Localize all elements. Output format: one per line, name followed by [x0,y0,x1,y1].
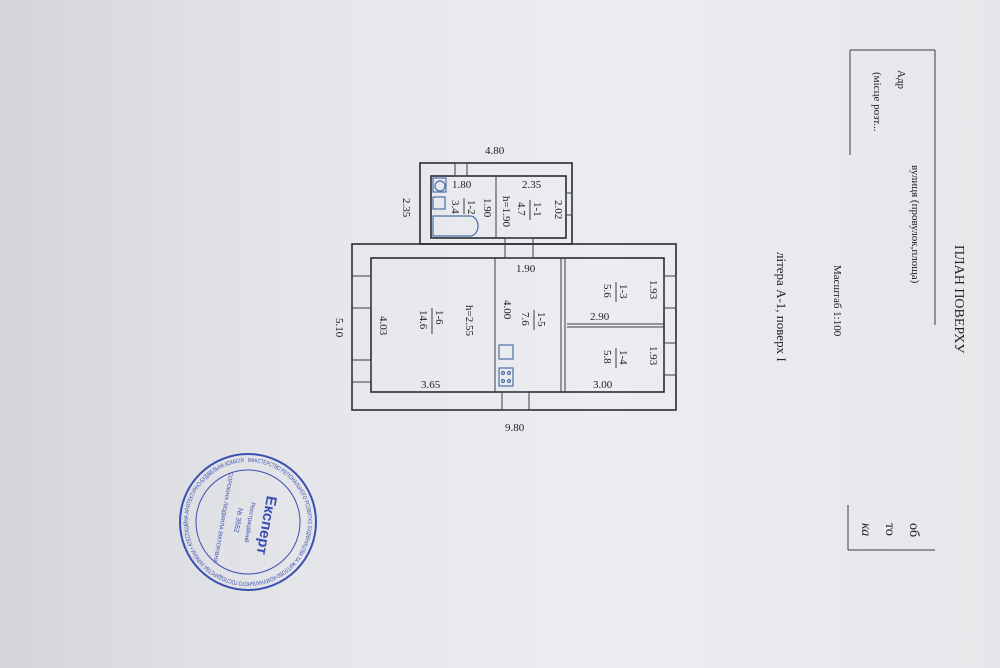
sink-icon [432,196,446,210]
dim-hall-door: 1.90 [516,263,536,275]
stamp-name: СОРОКІНА ЛЮДМИЛА ВІКТОРІВНА [211,472,233,564]
svg-text:4.7: 4.7 [515,202,527,216]
room-label-1-4: 1-4 5.8 [601,348,629,368]
dim-room16-width: 3.65 [421,379,441,391]
svg-text:1-4: 1-4 [617,350,629,365]
svg-text:1-5: 1-5 [535,312,547,327]
dim-building-width: 9.80 [505,422,525,434]
stove-icon [498,367,514,387]
svg-text:1-3: 1-3 [617,284,629,299]
room-label-1-3: 1-3 5.6 [601,282,629,302]
address-label: Адр [895,70,907,90]
bathtub-icon [432,215,479,237]
room-label-1-2: 1-2 3.4 [449,198,477,215]
toilet-icon [434,180,446,192]
stamp-title: Експерт [253,495,280,556]
dim-room16-depth: 4.03 [377,316,389,336]
dim-room14-depth: 1.93 [647,346,659,366]
fragment-text: об [906,523,921,537]
main-ceiling: h=2.55 [463,305,475,336]
windows [351,162,677,411]
street-label: вулиця (провулок,площа) [909,165,921,284]
fragment-text: ка [858,523,873,536]
kitchen-sink-icon [498,344,514,360]
room-label-1-6: 1-6 14.6 [417,308,445,334]
svg-text:7.6: 7.6 [519,312,531,326]
room-label-1-5: 1-5 7.6 [519,310,547,330]
dim-bath-depth: 1.90 [481,198,493,218]
svg-text:1-2: 1-2 [465,200,477,215]
dim-hall-width: 2.35 [522,179,542,191]
dim-hall-depth: 2.02 [552,200,564,219]
letter-floor-label: літера А-1, поверх І [774,252,789,362]
room-label-1-1: 1-1 4.7 [515,200,543,220]
fixtures [432,177,514,387]
expert-stamp: МІНІСТЕРСТВО РЕГІОНАЛЬНОГО РОЗВИТКУ, БУД… [179,453,317,591]
svg-text:3.4: 3.4 [449,200,461,214]
stamp-number: № 3552 [232,507,243,533]
dim-annex-width: 4.80 [485,145,505,157]
stamp-subtitle: Реєстраційний [242,502,256,543]
scale-label: Масштаб 1:100 [831,265,843,337]
dim-room13-depth: 1.93 [647,280,659,300]
dim-building-height: 5.10 [333,318,345,338]
svg-text:5.8: 5.8 [601,350,613,364]
svg-text:1-1: 1-1 [531,202,543,217]
svg-text:14.6: 14.6 [417,310,429,330]
dim-room15-depth: 4.00 [501,300,513,320]
dim-partition: 2.90 [590,311,610,323]
location-label: (місце розт... [871,72,883,132]
page-title: ПЛАН ПОВЕРХУ [951,245,966,353]
header-frame [847,49,936,551]
dim-bath-width: 1.80 [452,179,472,191]
svg-text:5.6: 5.6 [601,284,613,298]
fragment-text: то [882,523,897,536]
dim-room14-width: 3.00 [593,379,613,391]
dim-annex-height: 2.35 [400,198,412,218]
svg-text:1-6: 1-6 [433,310,445,325]
annex-ceiling: h=1.90 [500,196,512,227]
